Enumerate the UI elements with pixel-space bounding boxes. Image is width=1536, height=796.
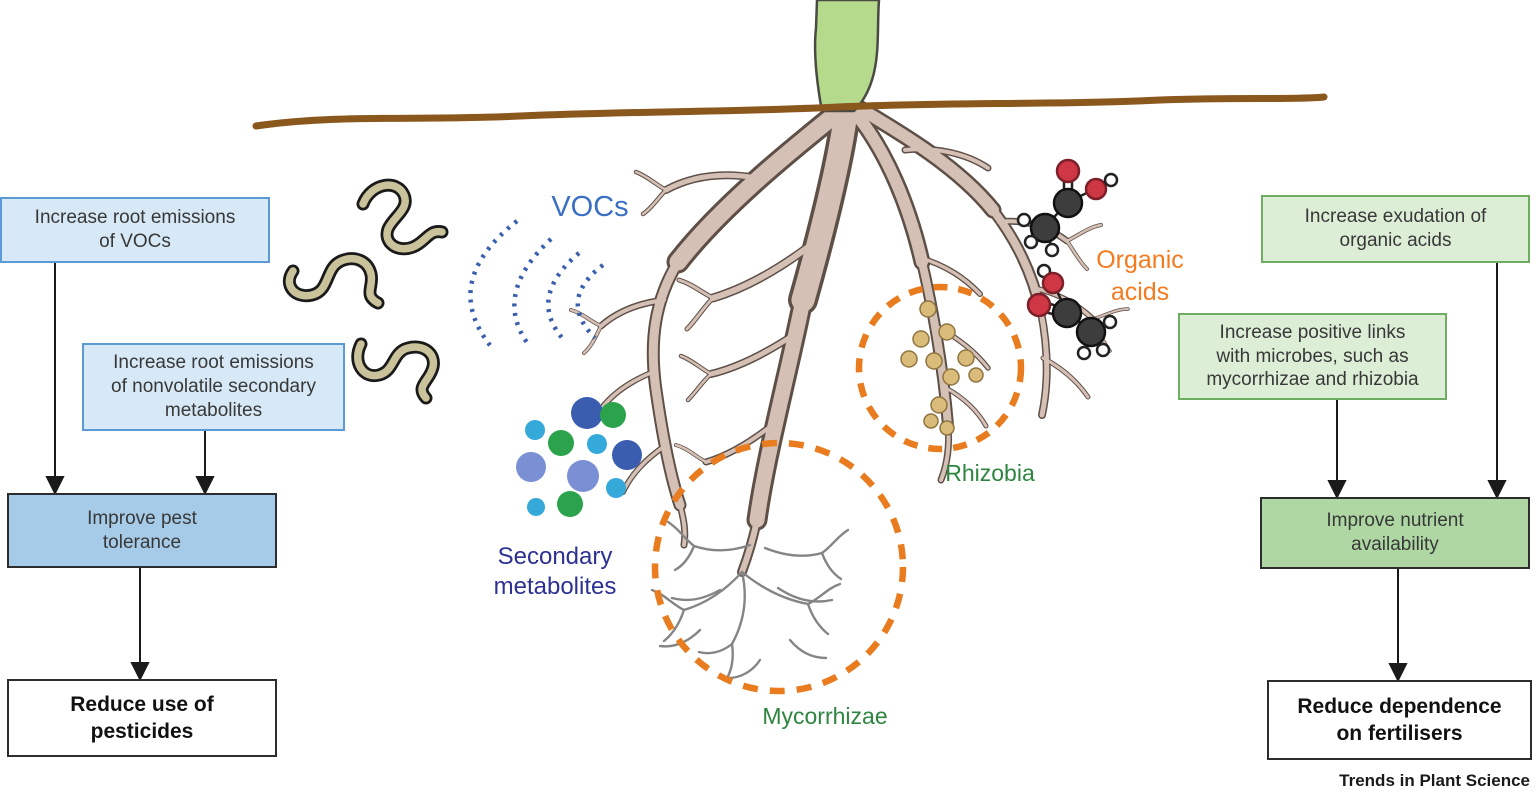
- box-increase-nonvolatile-metabolites: Increase root emissions of nonvolatile s…: [82, 343, 345, 431]
- journal-name: Trends in Plant Science: [1339, 771, 1530, 790]
- box-increase-voc-emissions: Increase root emissions of VOCs: [0, 197, 270, 263]
- plant-stem-icon: [813, 0, 881, 113]
- box-reduce-pesticides: Reduce use of pesticides: [7, 679, 277, 757]
- organic-acid-molecule-icon: [1026, 263, 1118, 361]
- label-rhizobia: Rhizobia: [945, 460, 1035, 486]
- soil-line: [252, 93, 1328, 130]
- nematode-icon: [356, 178, 449, 256]
- flow-arrows: [45, 263, 1507, 683]
- box-improve-pest-tolerance: Improve pest tolerance: [7, 493, 277, 568]
- box-reduce-fertilisers: Reduce dependence on fertilisers: [1267, 680, 1532, 760]
- rhizobia-circle: [855, 283, 1025, 453]
- label-mycorrhizae: Mycorrhizae: [762, 703, 888, 729]
- voc-wave-arcs: [468, 219, 605, 351]
- root-system: [569, 89, 1130, 577]
- label-vocs: VOCs: [551, 191, 629, 223]
- nematode-icon: [351, 337, 440, 405]
- organic-acid-molecule-icon: [1016, 158, 1119, 258]
- label-organic-acids: Organic acids: [1096, 246, 1184, 306]
- box-improve-nutrient-availability: Improve nutrient availability: [1260, 497, 1530, 569]
- nematode-icons: [282, 178, 449, 405]
- mycorrhizae-circle: [651, 439, 907, 695]
- box-increase-microbe-links: Increase positive links with microbes, s…: [1178, 313, 1447, 400]
- root-nodules: [900, 300, 984, 436]
- box-increase-organic-acid-exudation: Increase exudation of organic acids: [1261, 195, 1530, 263]
- secondary-metabolite-dots: [516, 397, 642, 517]
- label-secondary-metabolites: Secondary metabolites: [493, 543, 617, 600]
- nematode-icon: [282, 252, 385, 310]
